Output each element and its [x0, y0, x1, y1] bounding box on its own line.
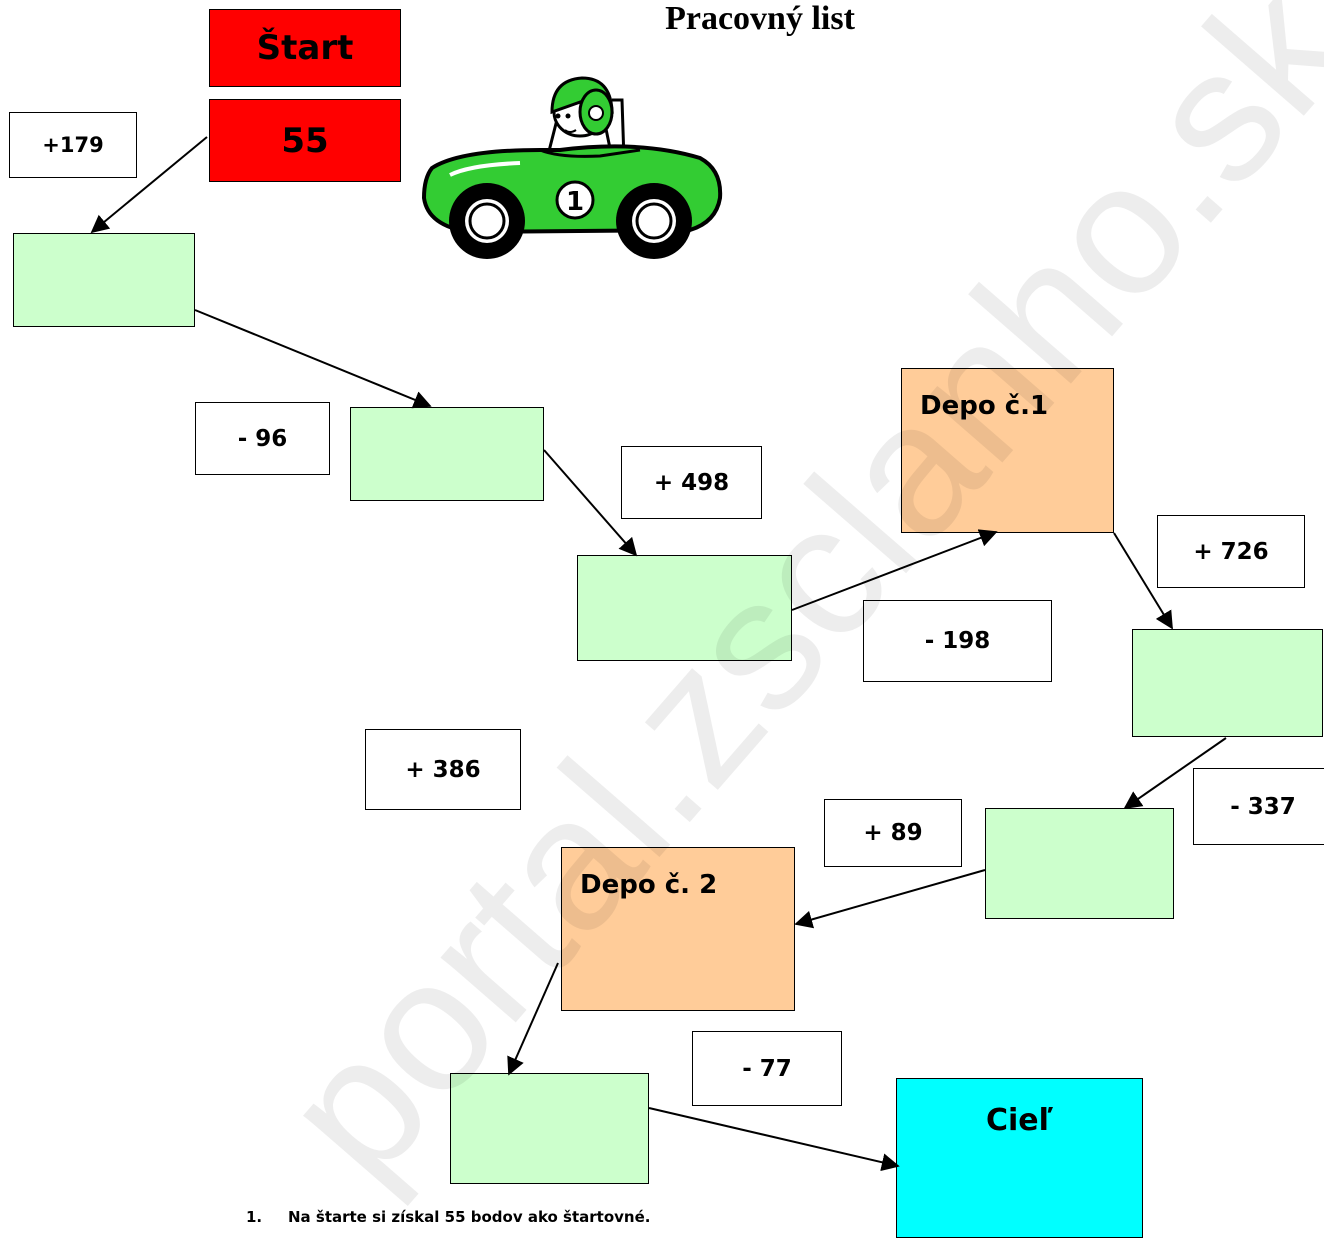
arrow [791, 529, 998, 611]
arrow [794, 869, 986, 929]
goal-box: Cieľ [896, 1078, 1143, 1238]
start-value: 55 [209, 99, 401, 182]
start-label: Štart [209, 9, 401, 87]
operation-box: + 386 [365, 729, 521, 810]
operation-box: + 726 [1157, 515, 1305, 588]
operation-box: + 498 [621, 446, 762, 519]
operation-box: - 198 [863, 600, 1052, 682]
task-number: 1. [246, 1208, 263, 1226]
operation-box: - 77 [692, 1031, 842, 1106]
answer-box[interactable] [450, 1073, 649, 1184]
arrow [648, 1107, 900, 1172]
page-title: Pracovný list [665, 0, 855, 37]
answer-box[interactable] [13, 233, 195, 327]
task-description: Na štarte si získal 55 bodov ako štartov… [288, 1208, 651, 1226]
arrow [90, 136, 208, 234]
race-car-illustration: 1 [421, 76, 723, 259]
operation-box: - 96 [195, 402, 330, 475]
operation-box: + 89 [824, 799, 962, 867]
operation-box: +179 [9, 112, 137, 178]
watermark: portal.zsclanho.sk [242, 0, 1324, 1216]
depot-2: Depo č. 2 [561, 847, 795, 1011]
answer-box[interactable] [985, 808, 1174, 919]
answer-box[interactable] [577, 555, 792, 661]
arrow [543, 449, 638, 557]
answer-box[interactable] [1132, 629, 1323, 737]
answer-box[interactable] [350, 407, 544, 501]
arrow [1123, 737, 1227, 810]
depot-1: Depo č.1 [901, 368, 1114, 533]
arrow [1113, 532, 1173, 630]
task-text: 1. Na štarte si získal 55 bodov ako štart… [246, 1208, 650, 1226]
arrow [507, 962, 559, 1076]
car-number: 1 [566, 187, 584, 217]
arrow [194, 309, 432, 409]
operation-box: - 337 [1193, 768, 1324, 845]
